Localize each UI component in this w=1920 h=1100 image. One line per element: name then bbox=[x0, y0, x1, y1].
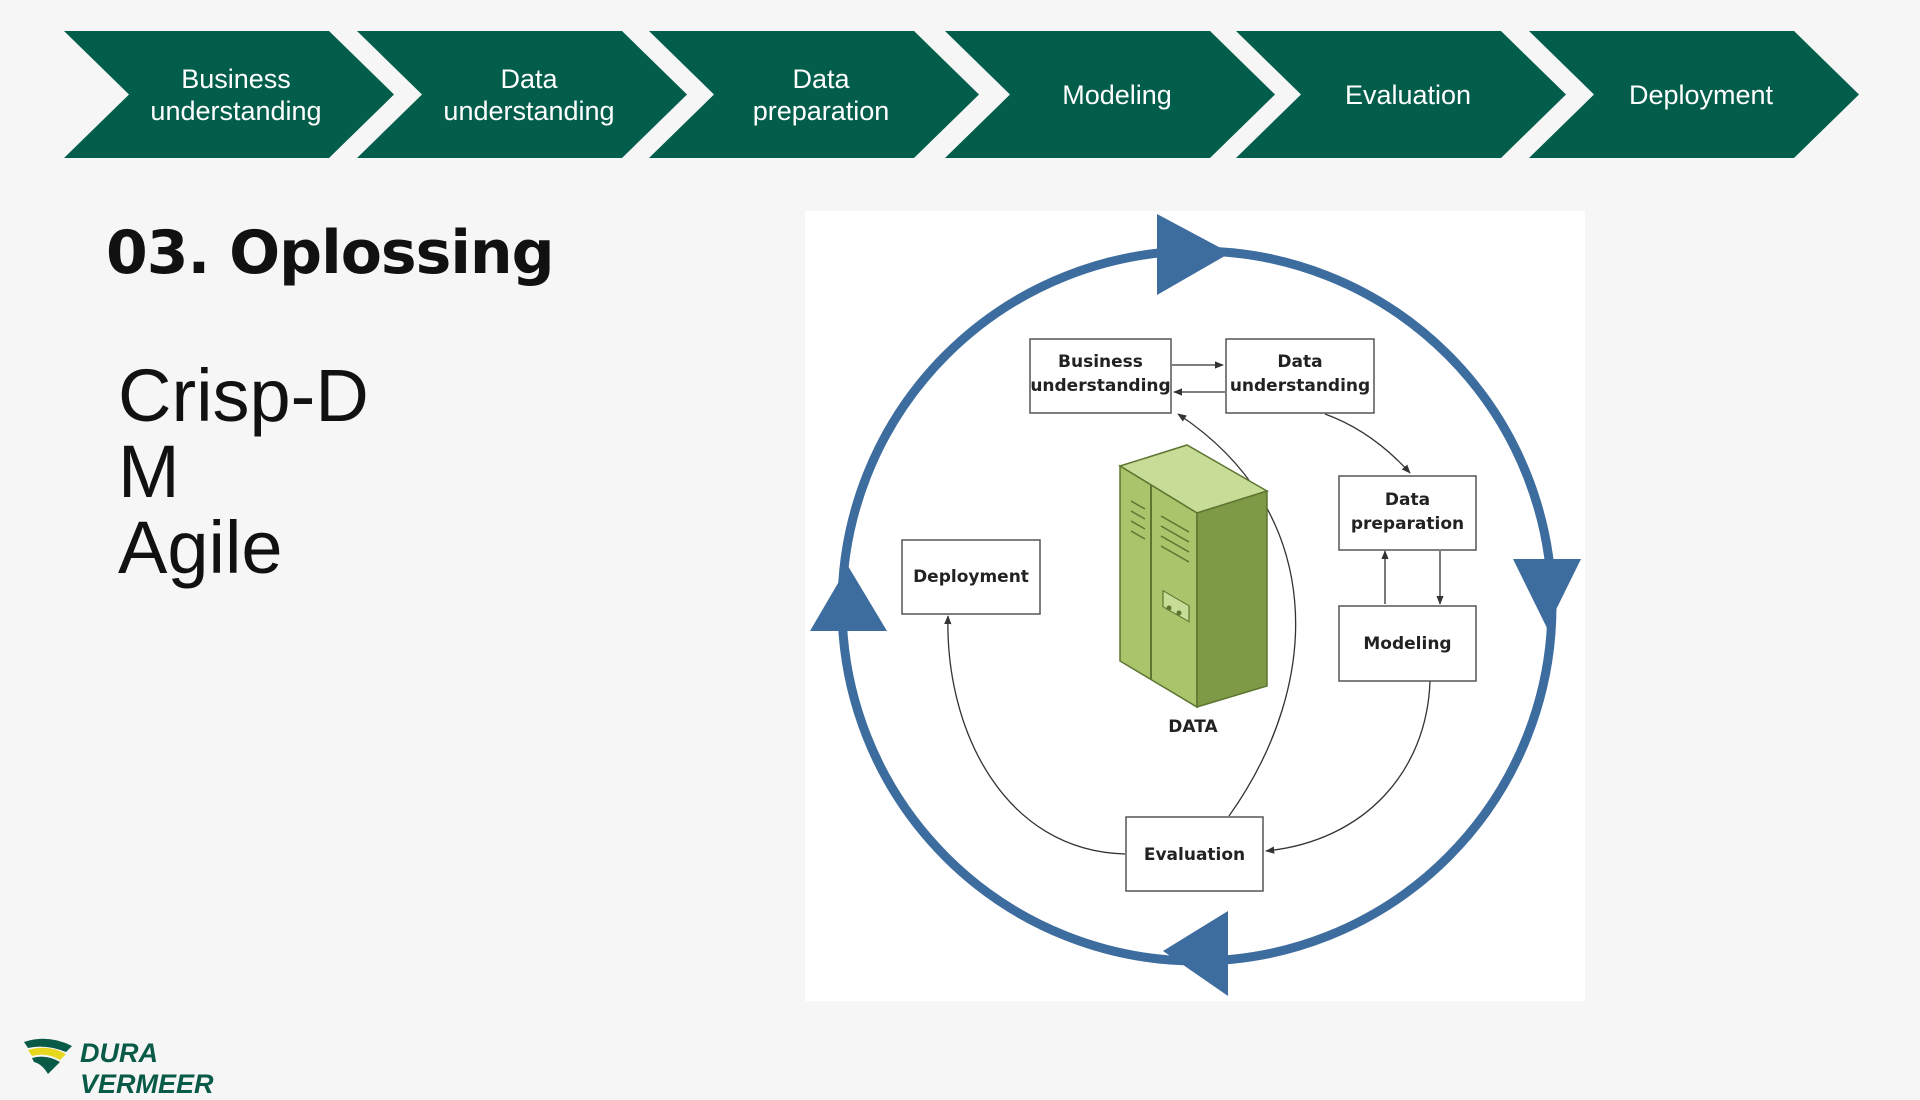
server-label: DATA bbox=[1168, 717, 1218, 737]
box-evaluation: Evaluation bbox=[1125, 816, 1264, 892]
crisp-dm-diagram: Business understanding Data understandin… bbox=[805, 211, 1585, 1001]
cycle-arrow-left bbox=[810, 566, 887, 631]
box-deployment: Deployment bbox=[901, 539, 1041, 615]
bullet-item: M bbox=[118, 430, 180, 513]
logo-mark-icon bbox=[24, 1038, 72, 1074]
box-data-understanding: Data understanding bbox=[1225, 338, 1375, 414]
process-step-business-understanding: Business understanding bbox=[64, 31, 394, 158]
process-step-data-understanding: Data understanding bbox=[357, 31, 687, 158]
process-bar: Business understanding Data understandin… bbox=[0, 0, 1920, 170]
box-modeling: Modeling bbox=[1338, 605, 1477, 682]
bullet-list: Crisp-D M Agile bbox=[118, 358, 369, 586]
cycle-arrow-bottom bbox=[1163, 911, 1228, 996]
process-step-label: Data understanding bbox=[443, 63, 615, 126]
logo-text: DURA VERMEER bbox=[80, 1038, 214, 1099]
box-label: Data bbox=[1385, 490, 1430, 510]
box-label: Evaluation bbox=[1144, 845, 1245, 865]
cycle-arrow-top bbox=[1157, 214, 1230, 295]
process-step-data-preparation: Data preparation bbox=[649, 31, 979, 158]
process-step-deployment: Deployment bbox=[1529, 31, 1859, 158]
process-step-label: Modeling bbox=[1062, 79, 1172, 110]
box-business-understanding: Business understanding bbox=[1029, 338, 1172, 414]
process-step-label: Evaluation bbox=[1344, 79, 1472, 110]
box-label: preparation bbox=[1351, 514, 1464, 534]
box-label: Modeling bbox=[1363, 634, 1451, 654]
bullet-item: Crisp-D bbox=[118, 354, 369, 437]
arrow-du-to-dp bbox=[1324, 413, 1411, 474]
server-icon bbox=[1118, 444, 1269, 709]
box-label: understanding bbox=[1030, 376, 1170, 396]
box-data-preparation: Data preparation bbox=[1338, 475, 1477, 551]
process-step-evaluation: Evaluation bbox=[1236, 31, 1566, 158]
box-label: Deployment bbox=[913, 567, 1029, 587]
page-title: 03. Oplossing bbox=[106, 218, 555, 288]
process-step-label: Data preparation bbox=[752, 63, 890, 126]
box-label: Data bbox=[1277, 352, 1322, 372]
arrow-eval-to-deploy bbox=[944, 615, 1126, 855]
process-step-label: Business understanding bbox=[150, 63, 322, 126]
bullet-item: Agile bbox=[118, 506, 283, 589]
box-label: understanding bbox=[1230, 376, 1370, 396]
arrow-eval-to-bu bbox=[1177, 413, 1297, 817]
box-label: Business bbox=[1058, 352, 1143, 372]
cycle-arrow-right bbox=[1513, 559, 1581, 628]
arrow-mod-to-eval bbox=[1265, 680, 1431, 854]
dura-vermeer-logo: DURA VERMEER bbox=[22, 1032, 292, 1099]
process-step-label: Deployment bbox=[1628, 79, 1774, 110]
process-step-modeling: Modeling bbox=[945, 31, 1275, 158]
